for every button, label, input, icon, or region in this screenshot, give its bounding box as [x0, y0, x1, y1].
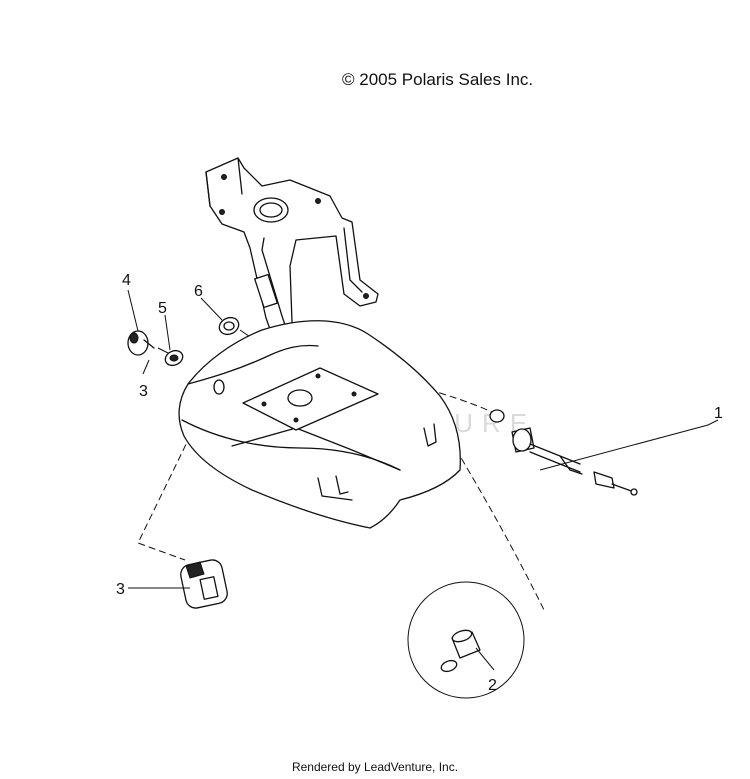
part-3-switch — [180, 559, 228, 609]
plate-bolt — [261, 401, 267, 407]
dash-panel — [178, 320, 461, 529]
bracket-fold — [237, 157, 243, 195]
bracket-bolt-hole — [221, 174, 227, 180]
cable-clip — [559, 455, 583, 475]
panel-switch-hole — [213, 379, 225, 395]
plate-bolt — [315, 373, 321, 379]
leader-5 — [164, 314, 171, 351]
callout-labels: 4 5 6 3 1 2 3 — [116, 272, 723, 694]
part-2-washer — [440, 659, 458, 673]
copyright-notice: © 2005 Polaris Sales Inc. — [342, 70, 534, 89]
part-5-nut — [164, 349, 184, 367]
callout-1: 1 — [714, 405, 723, 422]
bracket-body — [205, 157, 379, 353]
plate-bolt — [293, 417, 299, 423]
bracket-bolt-hole — [219, 209, 225, 215]
panel-rib — [317, 477, 353, 501]
rendered-by-footer: Rendered by LeadVenture, Inc. — [291, 760, 459, 774]
bracket-edge — [205, 171, 211, 207]
callout-3-bottom: 3 — [116, 581, 125, 598]
panel-top-edge — [187, 344, 319, 385]
bushing-end — [451, 629, 473, 643]
knob-face — [129, 332, 139, 344]
nut-hole — [223, 321, 235, 331]
nut-hole — [169, 354, 179, 362]
cable-fitting — [512, 428, 532, 452]
callout-2: 2 — [488, 677, 497, 694]
bracket-hole-inner — [259, 202, 283, 218]
plate-bolt — [351, 391, 357, 397]
part-6-nut — [218, 316, 240, 336]
detail-outline — [407, 581, 525, 699]
part-1-cable — [489, 409, 638, 496]
leader-1 — [539, 419, 719, 471]
bracket-center-hole — [253, 197, 289, 223]
callout-6: 6 — [194, 283, 203, 300]
cable-grommet — [489, 409, 505, 423]
leader-2 — [475, 647, 495, 671]
bracket-leg-edge-right — [343, 227, 363, 293]
callout-3-top: 3 — [139, 383, 148, 400]
panel-mount-plate — [242, 367, 379, 431]
guide-line-detail — [396, 355, 546, 613]
leader-6 — [200, 297, 223, 321]
switch-terminal — [185, 561, 205, 579]
bracket-label-tag — [254, 273, 278, 309]
leader-4 — [127, 289, 139, 332]
cable-tip — [630, 488, 638, 496]
bracket-leg-edge — [261, 237, 287, 329]
nut-outer — [218, 316, 240, 336]
panel-outer-shell — [178, 320, 461, 529]
panel-inner-ridge — [231, 427, 401, 471]
cable-sheath — [529, 443, 581, 465]
callout-4: 4 — [122, 272, 131, 289]
switch-key-slot — [199, 576, 219, 600]
panel-clip — [423, 423, 437, 447]
bracket-bolt-hole — [315, 198, 321, 204]
cable-sheath — [529, 451, 581, 473]
knob-stem — [143, 339, 155, 349]
part-4-knob — [127, 330, 155, 356]
cable-core — [611, 483, 635, 493]
callout-leaders — [127, 289, 719, 671]
leader-3-top — [142, 359, 150, 375]
mounting-bracket — [205, 157, 379, 353]
cable-end — [593, 471, 615, 489]
bracket-bolt-hole — [363, 293, 369, 299]
panel-clip — [335, 475, 349, 495]
detail-circle — [407, 581, 525, 699]
callout-5: 5 — [158, 300, 167, 317]
plate-hole — [287, 389, 313, 407]
